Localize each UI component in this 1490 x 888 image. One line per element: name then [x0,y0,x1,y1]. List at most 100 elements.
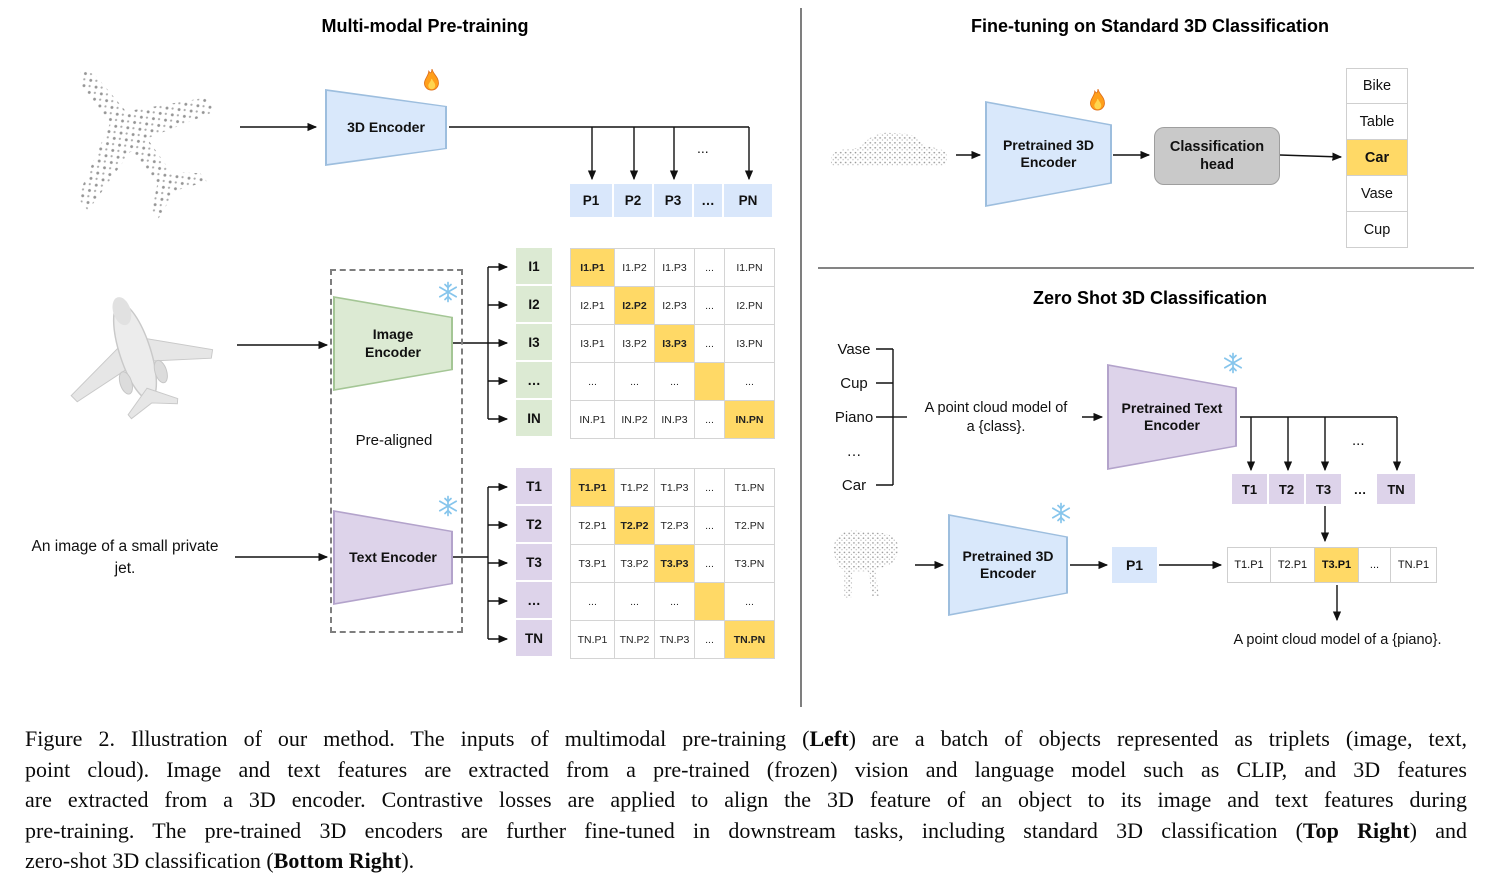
matrix-cell: I3.P1 [571,325,615,363]
prompt-line-2: a {class}. [966,418,1026,435]
snowflake-icon [438,281,458,303]
flame-icon [1090,88,1105,111]
image-encoder: Image Encoder [333,296,453,391]
pretrained-3d-encoder: Pretrained 3D Encoder [985,101,1112,207]
matrix-cell: I2.P1 [571,287,615,325]
text-feature-label: TN [516,620,552,658]
snowflake-icon [1223,352,1243,374]
caption-line: Figure 2. Illustration of our method. Th… [25,726,1467,751]
p-feature-cell: P2 [614,184,654,217]
class-list-item: Bike [1346,68,1408,104]
encoder-3d: 3D Encoder [325,89,447,166]
matrix-cell: ... [695,249,725,287]
matrix-cell: TN.P1 [571,621,615,659]
p-feature-cell: … [694,184,724,217]
pretrained-text-encoder-label: Pretrained Text Encoder [1121,399,1223,434]
text-feature-label: … [516,582,552,620]
matrix-cell: ... [695,287,725,325]
class-list-item: Table [1346,103,1408,140]
matrix-cell: ... [725,583,775,621]
matrix-cell: I3.P3 [655,325,695,363]
class-list-item: Cup [1346,211,1408,248]
matrix-cell: TN.P3 [655,621,695,659]
matrix-cell: IN.P2 [615,401,655,439]
caption-line: point cloud). Image and text features ar… [25,756,1467,782]
matrix-cell: I1.P1 [571,249,615,287]
matrix-cell: T3.PN [725,545,775,583]
matrix-cell: IN.P3 [655,401,695,439]
pretrained-text-encoder: Pretrained Text Encoder [1107,364,1237,470]
t-feature-cell: T3 [1306,474,1343,504]
matrix-cell: I3.PN [725,325,775,363]
image-feature-label: I2 [516,286,552,324]
classification-head-label: Classification head [1169,138,1265,173]
text-feature-label: T1 [516,468,552,506]
similarity-cell: T3.P1 [1315,547,1359,583]
matrix-cell: T1.P3 [655,469,695,507]
t-feature-cell: T2 [1269,474,1306,504]
text-encoder: Text Encoder [333,510,453,605]
zeroshot-class-item: Piano [834,408,874,426]
prealigned-box [330,269,463,633]
matrix-cell: ... [655,583,695,621]
finetune-title: Fine-tuning on Standard 3D Classificatio… [970,16,1330,36]
matrix-cell: TN.PN [725,621,775,659]
matrix-cell: ... [571,363,615,401]
matrix-cell: I3.P2 [615,325,655,363]
p-feature-cell: PN [724,184,774,217]
prealigned-label: Pre-aligned [355,432,433,449]
t-feature-cell: … [1343,474,1377,504]
matrix-cell: T2.P3 [655,507,695,545]
airplane-point-cloud [77,68,216,220]
matrix-cell: ... [695,325,725,363]
matrix-cell: ... [695,401,725,439]
zeroshot-class-item: Vase [837,340,871,358]
matrix-cell: ... [695,545,725,583]
text-feature-label: T2 [516,506,552,544]
jet-image [70,297,214,420]
image-feature-label: I3 [516,324,552,362]
matrix-cell: ... [615,583,655,621]
similarity-cell: TN.P1 [1391,547,1437,583]
matrix-cell: I2.P2 [615,287,655,325]
matrix-cell: ... [695,507,725,545]
image-feature-label: I1 [516,248,552,286]
snowflake-icon [1051,502,1071,524]
flame-icon [424,68,439,91]
matrix-cell: T3.P2 [615,545,655,583]
image-encoder-label: Image Encoder [364,326,421,360]
matrix-cell: ... [695,621,725,659]
matrix-cell: ... [655,363,695,401]
matrix-cell [695,583,725,621]
t-feature-cell: T1 [1232,474,1269,504]
matrix-cell [695,363,725,401]
matrix-cell: I2.PN [725,287,775,325]
matrix-cell: T1.PN [725,469,775,507]
matrix-cell: T1.P1 [571,469,615,507]
matrix-cell: TN.P2 [615,621,655,659]
figure-caption: Figure 2. Illustration of our method. Th… [25,724,1467,877]
t-feature-cell: TN [1377,474,1417,504]
pretraining-title: Multi-modal Pre-training [321,16,529,36]
matrix-cell: ... [615,363,655,401]
class-list-item: Vase [1346,175,1408,212]
matrix-cell: I1.P2 [615,249,655,287]
pretrained-3d-encoder-label: Pretrained 3D Encoder [1002,136,1095,171]
zeroshot-title: Zero Shot 3D Classification [1032,288,1268,308]
image-feature-label: … [516,362,552,400]
prompt-line-1: A point cloud model of [924,400,1068,416]
matrix-cell: ... [725,363,775,401]
caption-line: pre-training. The pre-trained 3D encoder… [25,817,1468,843]
matrix-cell: IN.P1 [571,401,615,439]
caption-line: are extracted from a 3D encoder. Contras… [25,787,1467,812]
similarity-cell: ... [1359,547,1391,583]
matrix-cell: IN.PN [725,401,775,439]
piano-point-cloud [834,530,899,598]
p1-feature-cell: P1 [1112,547,1157,583]
